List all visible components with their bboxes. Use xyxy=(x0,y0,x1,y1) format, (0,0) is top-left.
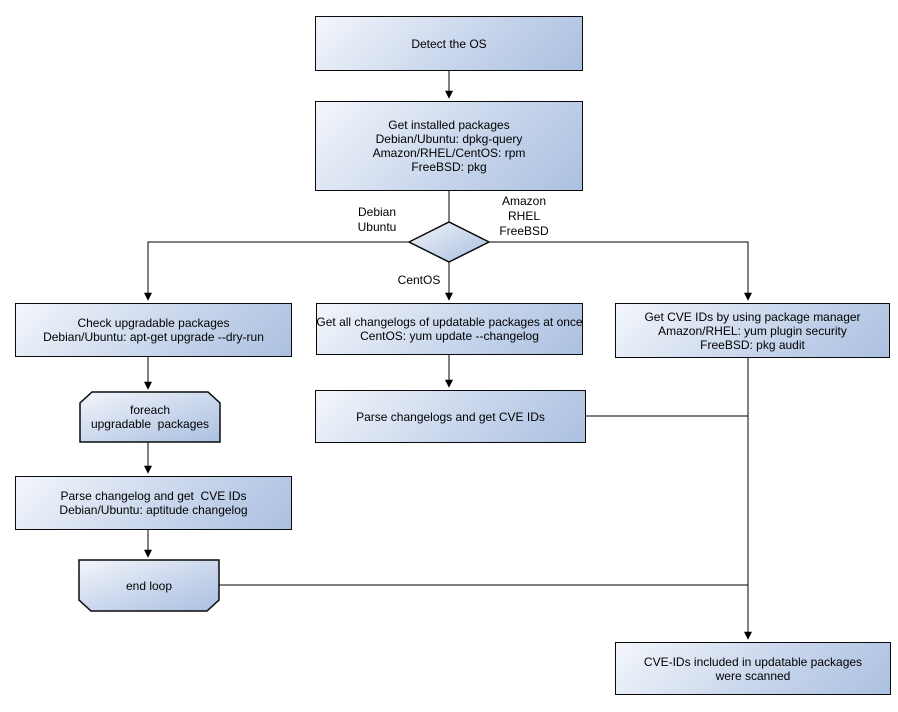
node-detect-os: Detect the OS xyxy=(315,16,583,71)
edge-decision-to-check-upgradable xyxy=(144,241,409,301)
node-parse-changelogs-label: Parse changelogs and get CVE IDs xyxy=(356,409,545,424)
node-check-upgradable: Check upgradable packages Debian/Ubuntu:… xyxy=(15,303,292,357)
edge-label-amazon-rhel-freebsd: Amazon RHEL FreeBSD xyxy=(499,194,549,238)
node-get-cve-ids-label: Get CVE IDs by using package manager Ama… xyxy=(644,309,861,352)
node-parse-changelogs: Parse changelogs and get CVE IDs xyxy=(315,390,586,443)
node-get-cve-ids: Get CVE IDs by using package manager Ama… xyxy=(615,303,890,358)
node-get-all-changelogs-label: Get all changelogs of updatable packages… xyxy=(316,315,583,343)
node-detect-os-label: Detect the OS xyxy=(411,36,487,51)
decision-diamond xyxy=(407,221,491,263)
node-scanned-result-label: CVE-IDs included in updatable packages w… xyxy=(643,654,863,683)
node-get-all-changelogs: Get all changelogs of updatable packages… xyxy=(316,303,583,355)
node-get-installed-packages: Get installed packages Debian/Ubuntu: dp… xyxy=(315,101,583,191)
foreach-loop-shape xyxy=(79,391,221,443)
edge-label-debian-ubuntu: Debian Ubuntu xyxy=(357,205,397,234)
edge-decision-to-get-cve xyxy=(489,241,752,301)
end-loop-shape xyxy=(78,559,220,612)
node-get-installed-packages-label: Get installed packages Debian/Ubuntu: dp… xyxy=(372,118,526,174)
node-parse-changelog: Parse changelog and get CVE IDs Debian/U… xyxy=(15,476,292,530)
node-parse-changelog-label: Parse changelog and get CVE IDs Debian/U… xyxy=(59,489,248,517)
edge-label-centos: CentOS xyxy=(397,273,441,287)
node-check-upgradable-label: Check upgradable packages Debian/Ubuntu:… xyxy=(43,316,264,344)
node-scanned-result: CVE-IDs included in updatable packages w… xyxy=(615,642,891,695)
